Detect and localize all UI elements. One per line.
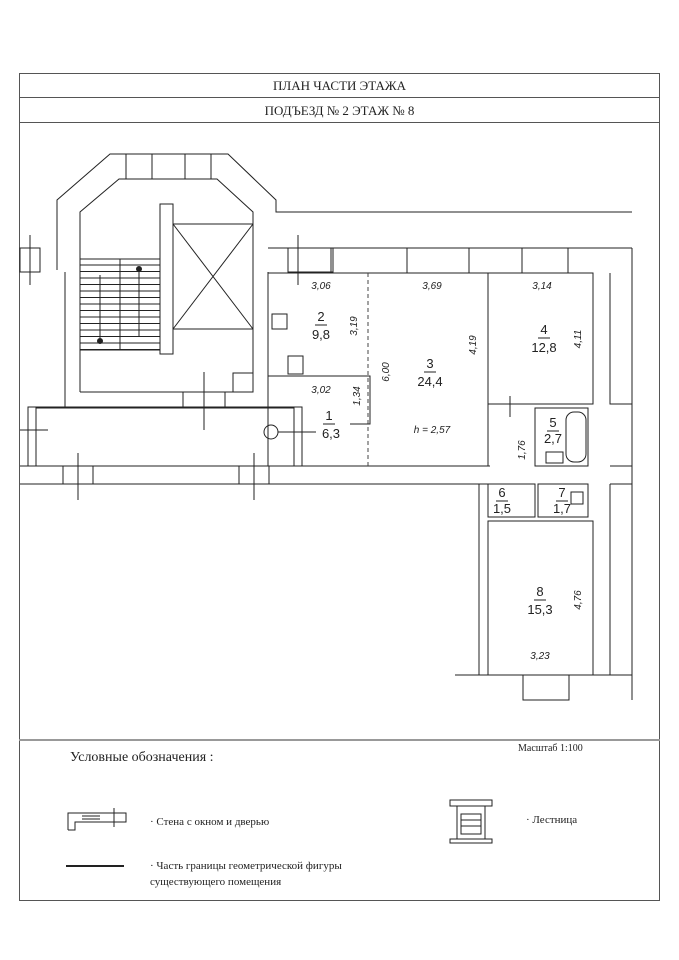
room-6-number: 6: [498, 485, 505, 500]
scale-label: Масштаб 1:100: [518, 743, 583, 754]
plan-title: ПЛАН ЧАСТИ ЭТАЖА: [19, 73, 660, 98]
landing: [27, 406, 303, 467]
dim-1-76: 1,76: [517, 440, 528, 460]
legend-stairs-label: · Лестница: [526, 814, 578, 826]
room-8-area: 15,3: [527, 602, 552, 617]
dim-3-02: 3,02: [311, 385, 331, 396]
ceiling-height: h = 2,57: [414, 425, 451, 436]
dim-3-23: 3,23: [530, 651, 550, 662]
dim-3-14: 3,14: [532, 281, 552, 292]
room-6: [487, 483, 536, 518]
stove-icon: [271, 313, 288, 330]
room-7-area: 1,7: [553, 501, 571, 516]
drawing-frame: [19, 73, 660, 901]
room-4: [487, 272, 594, 405]
bathtub-icon: [565, 411, 587, 463]
dim-3-19: 3,19: [349, 316, 360, 336]
room-2-number: 2: [317, 309, 324, 324]
room-5-number: 5: [549, 415, 556, 430]
dim-4-76: 4,76: [573, 590, 584, 610]
washbasin-icon: [545, 451, 564, 464]
dim-3-69: 3,69: [422, 281, 442, 292]
apartment: [263, 247, 633, 701]
room-8-number: 8: [536, 584, 543, 599]
room-1-number: 1: [325, 408, 332, 423]
toilet-icon: [570, 491, 584, 505]
plan-subtitle: ПОДЪЕЗД № 2 ЭТАЖ № 8: [19, 98, 660, 123]
meter-icon: [263, 424, 279, 440]
wall-legend-icon: [67, 808, 127, 831]
dim-3-06: 3,06: [311, 281, 331, 292]
legend-title: Условные обозначения :: [70, 750, 214, 765]
room-3-area: 24,4: [417, 374, 442, 389]
dim-6-00: 6,00: [381, 362, 392, 382]
room-1-area: 6,3: [322, 426, 340, 441]
room-labels: 1 6,3 2 9,8 3 24,4 4 12,8 5 2,7 6 1,5 7 …: [312, 309, 571, 617]
stairs-icon: [79, 258, 161, 351]
stairs-legend-icon: [449, 799, 493, 844]
legend-boundary-label-1: · Часть границы геометрической фигуры: [150, 860, 342, 872]
dim-4-11: 4,11: [573, 330, 584, 349]
stairwell: [19, 153, 632, 430]
legend-boundary-label-2: существующего помещения: [150, 876, 282, 888]
room-5: [534, 407, 589, 467]
room-7: [537, 483, 589, 518]
legend-wall-label: · Стена с окном и дверью: [150, 816, 270, 828]
room-4-area: 12,8: [531, 340, 556, 355]
room-3-number: 3: [426, 356, 433, 371]
dimensions: 3,06 3,69 3,14 3,02 3,23 h = 2,57 3,19 4…: [311, 281, 584, 662]
dim-4-19: 4,19: [468, 335, 479, 355]
room-7-number: 7: [558, 485, 565, 500]
sink-icon: [287, 355, 304, 375]
elevator-shaft-icon: [172, 223, 254, 330]
room-4-number: 4: [540, 322, 547, 337]
room-6-area: 1,5: [493, 501, 511, 516]
dim-1-34: 1,34: [352, 386, 363, 406]
room-5-area: 2,7: [544, 431, 562, 446]
room-2-area: 9,8: [312, 327, 330, 342]
